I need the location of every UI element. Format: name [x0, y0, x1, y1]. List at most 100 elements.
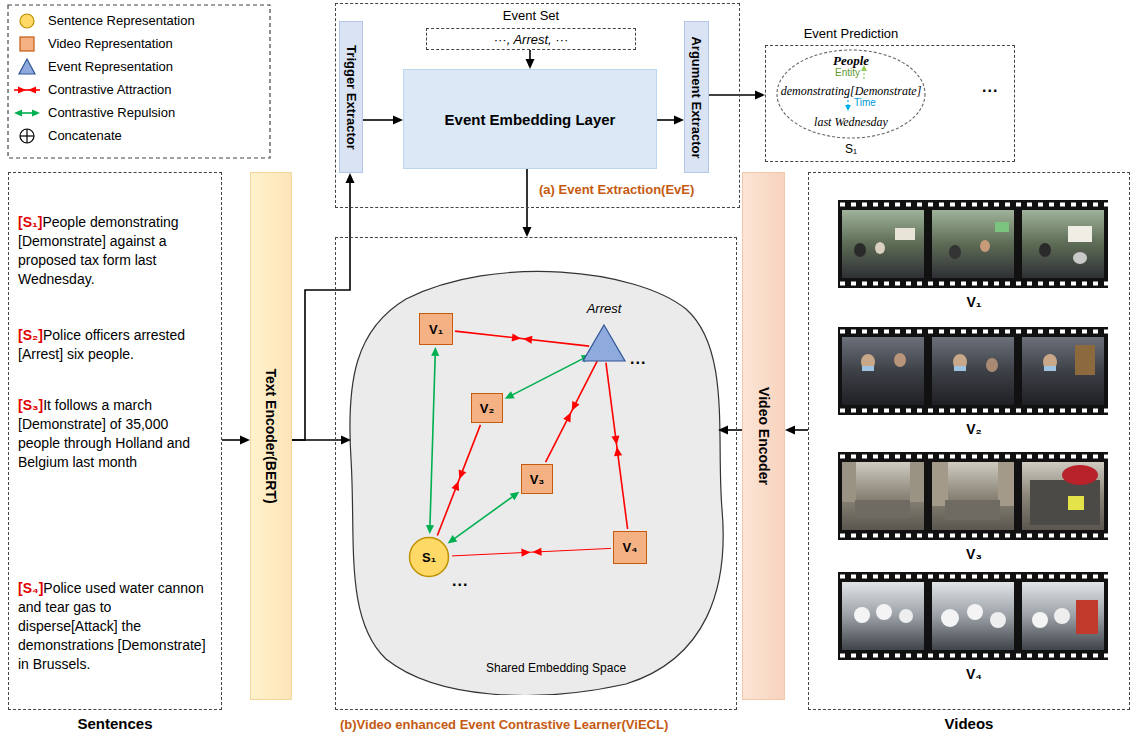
text-block: Trigger Extractor: [340, 22, 362, 172]
text-block: ...: [452, 572, 468, 590]
sentence-node: S₁: [408, 536, 450, 578]
node-text: V₃: [530, 472, 545, 487]
connector: [523, 169, 532, 237]
text-block: V₁: [839, 293, 1109, 311]
connector: [546, 361, 598, 462]
node-text: Entity: [835, 67, 860, 78]
ellipsis-label: ...: [982, 78, 998, 95]
ellipsis-label: ...: [630, 350, 646, 367]
legend-text: Sentence Representation: [48, 13, 195, 28]
film-strip: [838, 200, 1108, 288]
node-text: People demonstrating [Demonstrate] again…: [18, 214, 179, 287]
node-text: last Wednesday: [814, 115, 888, 129]
node-text: Event Embedding Layer: [445, 111, 616, 128]
text-encoder: Text Encoder(BERT): [250, 172, 292, 700]
node-text: Police used water cannon and tear gas to…: [18, 580, 206, 672]
extractor-band: Trigger Extractor: [339, 21, 363, 173]
connector: [452, 548, 611, 557]
connector: [363, 116, 403, 125]
connector: [222, 436, 250, 445]
node-text: V₄: [966, 666, 982, 682]
text-block: ···, Arrest, ···: [427, 29, 635, 49]
node-text: S₁: [422, 550, 436, 565]
text-block: V₄: [614, 532, 646, 563]
legend-row: Sentence Representation: [12, 12, 262, 30]
legend-text: Event Representation: [48, 59, 173, 74]
video-panel: VideosV₁V₂V₃V₄: [808, 172, 1130, 710]
node-text: Event Set: [503, 8, 559, 23]
connector: [606, 363, 628, 529]
node-text: Video Encoder: [756, 387, 772, 485]
node-text: V₁: [966, 294, 981, 310]
prediction-box: Event PredictionS₁PeopleEntitydemonstrat…: [765, 45, 1015, 162]
legend-text: Video Representation: [48, 36, 173, 51]
connector: [292, 436, 351, 445]
connector: [785, 426, 808, 435]
legend-swatch: [12, 35, 42, 53]
node-text: S₁: [845, 142, 857, 156]
film-strip: [838, 572, 1108, 660]
text-block: Time: [854, 97, 876, 108]
connector: [292, 173, 355, 440]
video-node: V₂: [471, 393, 503, 423]
node-text: [S₁]: [18, 214, 42, 230]
legend-swatch: [12, 12, 42, 30]
connector: [505, 355, 591, 399]
text-block: V₂: [472, 394, 502, 422]
node-text: [S₃]: [18, 397, 43, 413]
embedding-layer: Event Embedding Layer: [403, 69, 657, 169]
connector: [718, 426, 742, 435]
text-block: ...: [982, 78, 998, 96]
legend-text: Contrastive Repulsion: [48, 105, 175, 120]
video-clip: V₂: [839, 328, 1109, 438]
connector: [526, 50, 535, 69]
text-block: (b)Video enhanced Event Contrastive Lear…: [340, 715, 668, 733]
connector: [657, 116, 684, 125]
legend-swatch: [12, 81, 42, 99]
legend-row: Concatenate: [12, 127, 262, 145]
connector: [437, 425, 480, 536]
connector: [448, 492, 520, 544]
node-text: Videos: [945, 715, 994, 732]
extractor-band: Argument Extractor: [684, 21, 709, 173]
video-node: V₃: [521, 464, 553, 494]
connector: [426, 347, 439, 534]
node-text: V₂: [966, 421, 982, 437]
text-block: [S₂]Police officers arrested [Arrest] si…: [18, 326, 212, 364]
connector: [455, 331, 589, 346]
text-block: ...: [630, 350, 646, 368]
text-block: Event Set: [427, 8, 635, 23]
text-block: demonstrating[Demonstrate]: [772, 81, 930, 99]
text-block: V₂: [839, 420, 1109, 438]
text-block: Video Encoder: [743, 173, 784, 699]
video-clip: V₁: [839, 201, 1109, 311]
node-text: Argument Extractor: [689, 36, 704, 158]
ellipsis-label: ...: [452, 572, 468, 589]
legend-row: Event Representation: [12, 58, 262, 76]
legend-row: Contrastive Repulsion: [12, 104, 262, 122]
node-text: People: [833, 53, 869, 68]
text-block: S₁: [408, 536, 450, 578]
node-text: V₃: [966, 546, 982, 562]
text-block: (a) Event Extraction(EvE): [539, 180, 694, 198]
node-text: Time: [854, 97, 876, 108]
node-text: (a) Event Extraction(EvE): [539, 182, 694, 197]
node-text: [S₂]: [18, 327, 43, 343]
legend-swatch: [12, 104, 42, 122]
node-text: It follows a march [Demonstrate] of 35,0…: [18, 397, 190, 470]
video-node: V₁: [419, 313, 453, 345]
text-block: Sentences: [9, 715, 221, 732]
video-clip: V₄: [839, 573, 1109, 683]
embedding-space: Shared Embedding SpaceV₁ArrestV₂V₃S₁V₄: [346, 259, 726, 695]
video-node: V₄: [613, 531, 647, 564]
node-text: Trigger Extractor: [344, 45, 359, 150]
video-clip: V₃: [839, 453, 1109, 563]
event-ellipse: PeopleEntity demonstrating[Demonstrate]Ti…: [776, 49, 926, 139]
text-block: V₃: [839, 545, 1109, 563]
text-block: Arrest: [569, 301, 639, 316]
text-block: V₁: [420, 314, 452, 344]
text-block: Argument Extractor: [685, 22, 708, 172]
module-frame: (a) Event Extraction(EvE) Trigger Extract…: [335, 3, 740, 208]
node-text: ···, Arrest, ···: [494, 32, 569, 47]
node-text: demonstrating[Demonstrate]: [781, 84, 922, 98]
